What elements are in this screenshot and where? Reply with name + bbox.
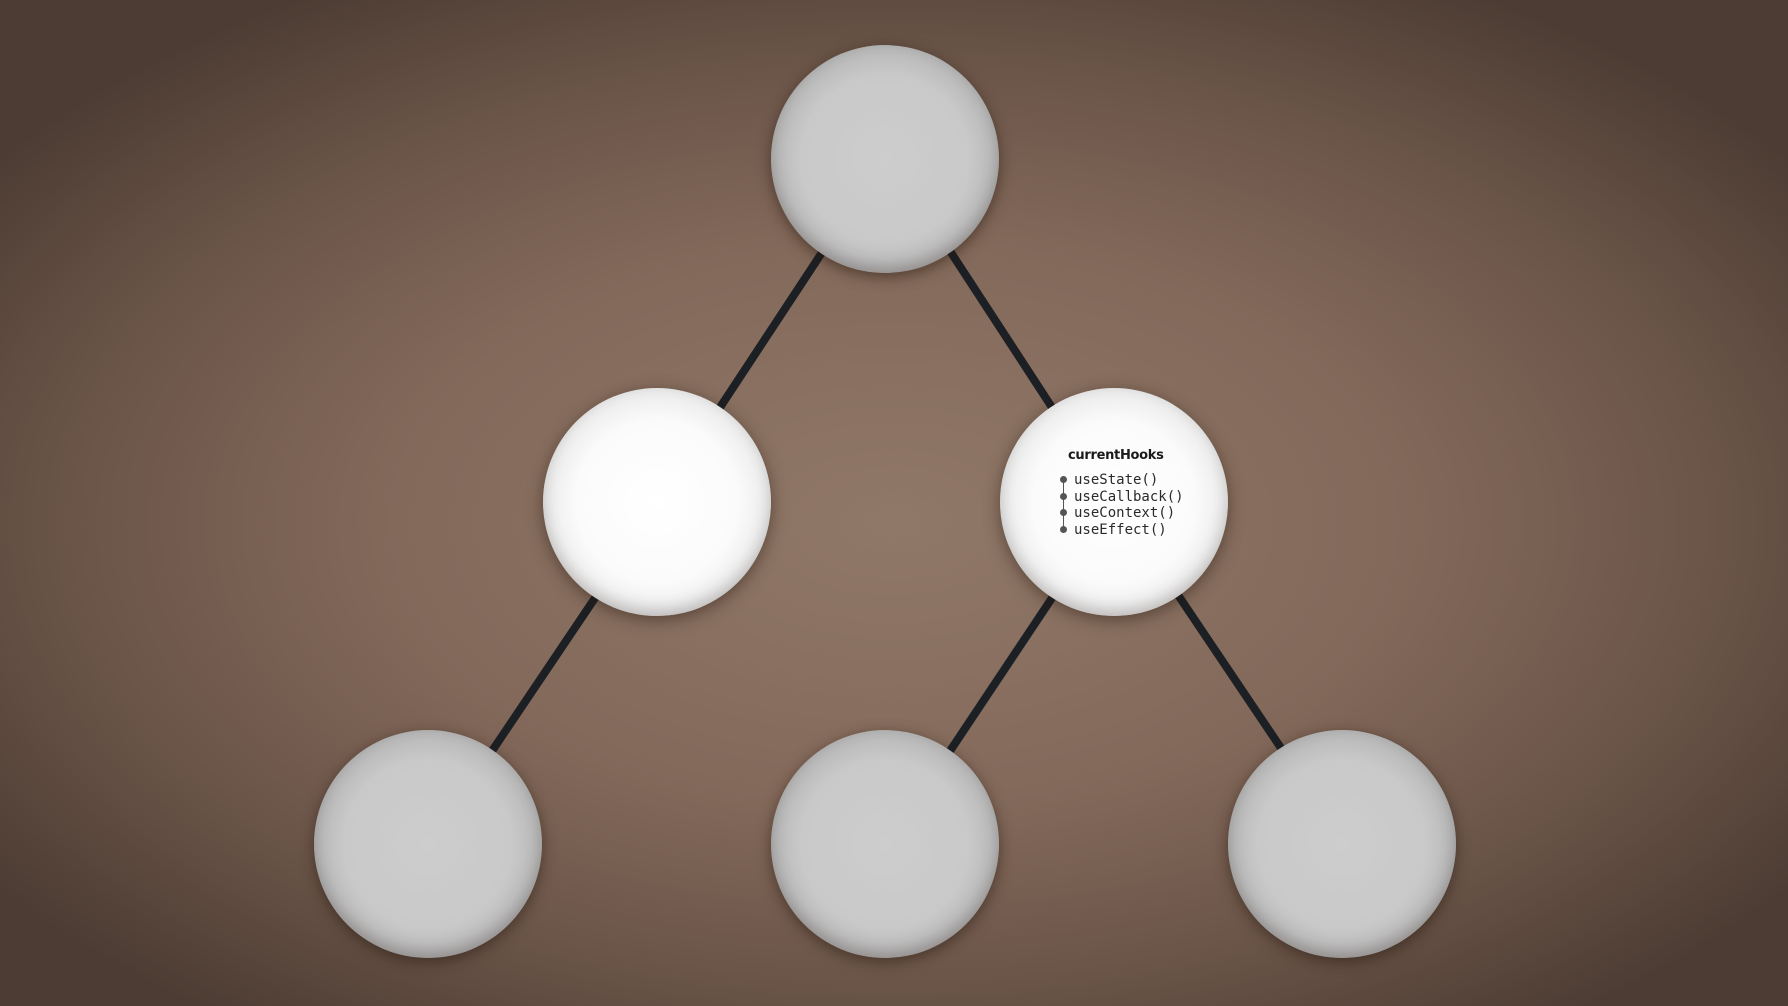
edge-right-child-right-leaf bbox=[1174, 591, 1289, 758]
current-hooks-panel: currentHooks useState() useCallback() us… bbox=[1060, 448, 1210, 538]
tree-node-left-grandchild bbox=[314, 730, 542, 958]
bullet-icon bbox=[1060, 525, 1067, 533]
tree-node-right-child-left-leaf bbox=[771, 730, 999, 958]
tree-node-root bbox=[771, 45, 999, 273]
hook-item: useCallback() bbox=[1060, 488, 1210, 506]
edge-right-child-left-leaf bbox=[944, 591, 1058, 758]
hook-label: useContext() bbox=[1074, 505, 1176, 521]
edge-root-right-child bbox=[946, 247, 1059, 416]
current-hooks-title: currentHooks bbox=[1068, 448, 1164, 463]
tree-node-left-child bbox=[543, 388, 771, 616]
hook-item: useContext() bbox=[1060, 505, 1210, 522]
hook-item: useState() bbox=[1060, 472, 1210, 489]
hook-label: useEffect() bbox=[1074, 521, 1167, 538]
bullet-icon bbox=[1060, 509, 1067, 516]
tree-node-current: currentHooks useState() useCallback() us… bbox=[1000, 388, 1228, 616]
hook-label: useCallback() bbox=[1074, 488, 1184, 505]
hooks-list: useState() useCallback() useContext() us… bbox=[1060, 472, 1210, 538]
bullet-icon bbox=[1060, 476, 1067, 483]
bullet-icon bbox=[1060, 492, 1067, 500]
hook-item: useEffect() bbox=[1060, 521, 1210, 539]
tree-node-right-child-right-leaf bbox=[1228, 730, 1456, 958]
hook-label: useState() bbox=[1074, 472, 1159, 488]
edge-root-left-child bbox=[713, 247, 827, 416]
edge-left-child-left-grandchild bbox=[486, 591, 601, 758]
